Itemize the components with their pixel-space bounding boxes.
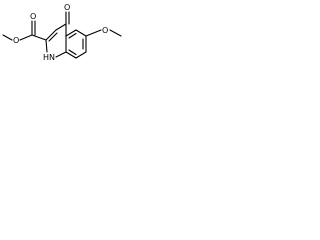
bond-ester-carbon-o-single	[19, 34, 33, 41]
ester-oxygen-double-label: O	[30, 12, 36, 21]
chemical-structure-canvas: O O O HN O	[2, 3, 122, 62]
bond-c2-n1	[45, 39, 48, 53]
bonds-group	[2, 11, 122, 59]
bond-c2-c3-double	[48, 32, 58, 42]
bond-ester-oxygen-methyl	[2, 34, 13, 41]
bond-c4-c3	[55, 23, 67, 31]
bond-c8-c8a	[65, 51, 77, 59]
ester-oxygen-single-label: O	[13, 36, 19, 45]
bond-c6-methoxy-oxygen	[85, 29, 102, 37]
bond-c3-c2	[45, 29, 57, 41]
methoxy-oxygen-label: O	[102, 26, 108, 35]
bond-aromatic-3	[68, 49, 77, 56]
atom-labels-group: O O O HN O	[13, 3, 108, 62]
bond-c7-c8	[75, 51, 87, 59]
bond-n1-c8a	[55, 51, 67, 58]
bond-aromatic-1	[68, 32, 77, 39]
nitrogen-hydrogen-label: HN	[43, 53, 55, 62]
carbonyl-oxygen-label: O	[64, 3, 70, 12]
bond-methoxy-oxygen-methyl	[109, 29, 122, 37]
bond-c5-c6	[75, 29, 87, 37]
bond-c2-ester-carbon	[31, 34, 47, 41]
bond-c4a-c5	[65, 29, 77, 37]
